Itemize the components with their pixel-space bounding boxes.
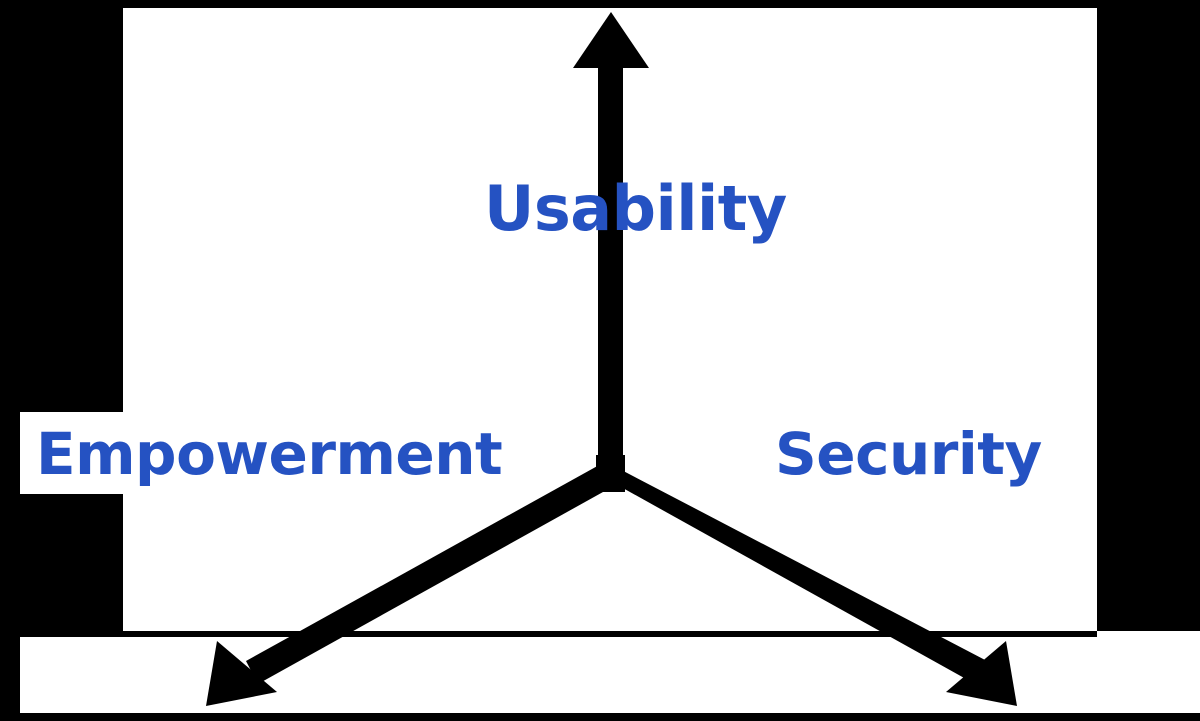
slide-surface-right-lower <box>1097 631 1200 713</box>
label-empowerment: Empowerment <box>36 420 503 488</box>
arrow-up-head <box>573 12 649 68</box>
arrow-down-right <box>610 464 1017 706</box>
arrow-down-left-shaft <box>246 464 612 684</box>
slide-surface-left-notch <box>20 412 130 494</box>
arrow-up <box>573 12 649 477</box>
arrow-down-left <box>206 464 612 706</box>
arrow-down-right-head <box>946 641 1017 706</box>
arrow-down-left-head <box>206 641 277 706</box>
arrow-junction <box>596 455 625 492</box>
arrow-down-right-shaft <box>610 464 987 684</box>
label-security: Security <box>775 420 1042 488</box>
arrow-up-shaft <box>598 60 623 477</box>
label-usability: Usability <box>484 172 787 245</box>
